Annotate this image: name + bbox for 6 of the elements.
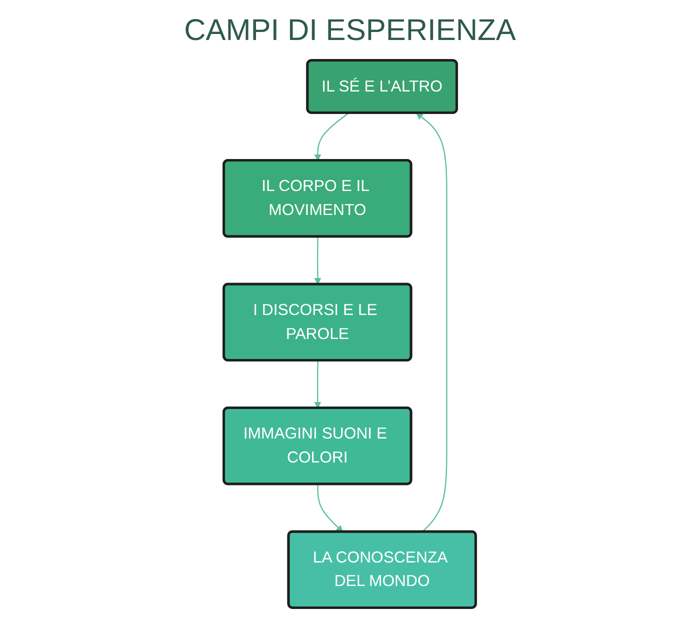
- arrow: [317, 484, 344, 532]
- arrow: [314, 112, 350, 161]
- arrow: [314, 360, 322, 408]
- title: CAMPI DI ESPERIENZA: [183, 14, 517, 48]
- arrow: [314, 236, 322, 285]
- arrow: [416, 112, 448, 532]
